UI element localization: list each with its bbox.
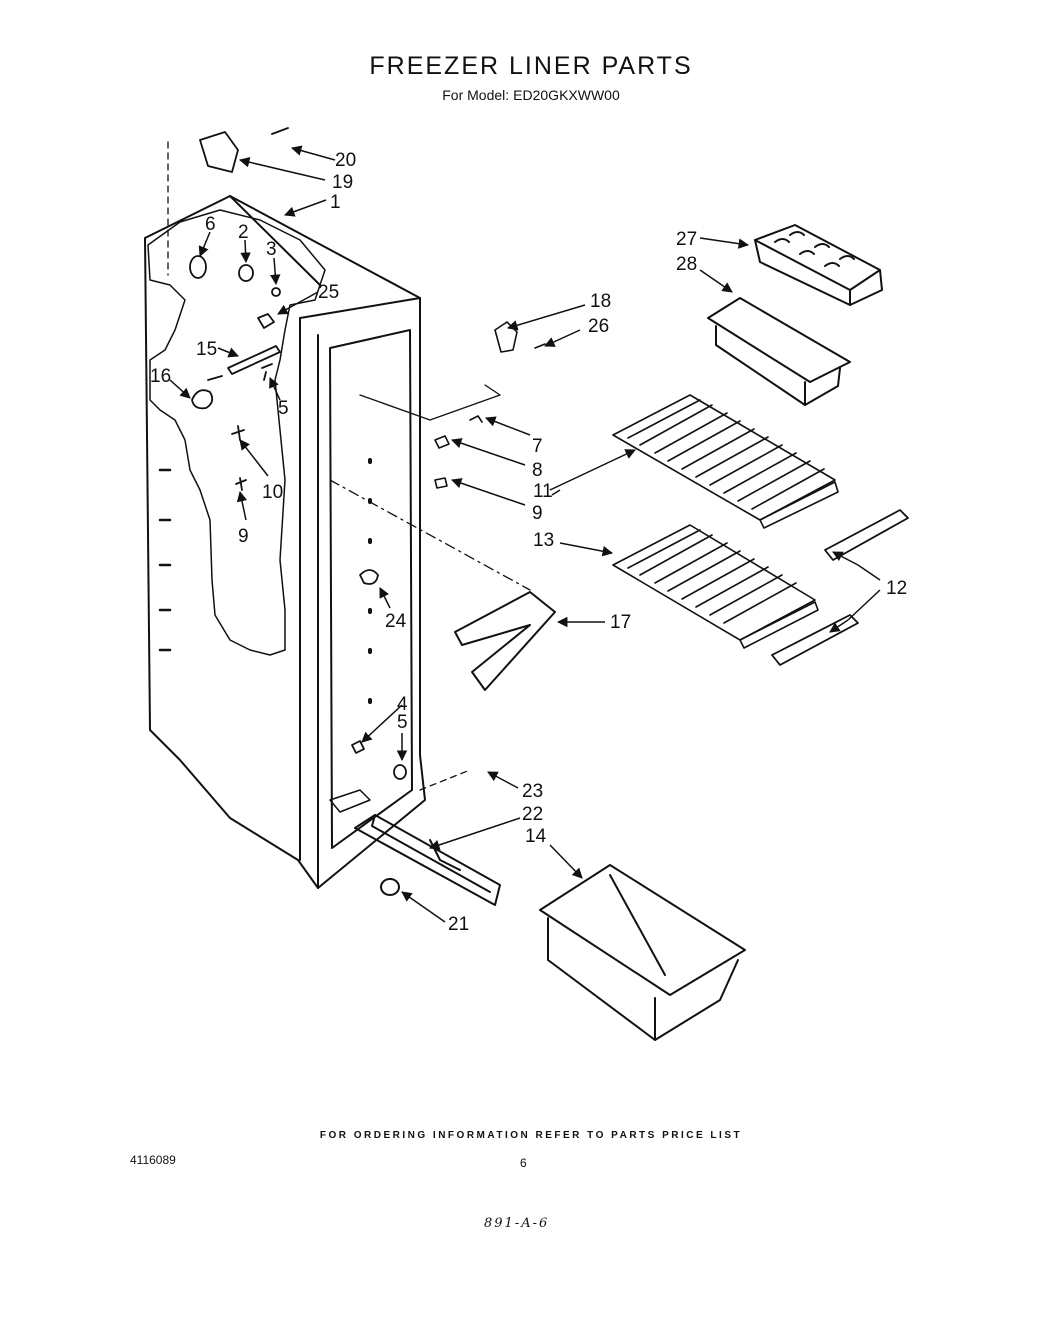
callout-4: 4 xyxy=(397,694,408,715)
callout-1: 1 xyxy=(330,192,341,213)
callout-13: 12 xyxy=(886,578,907,599)
socket-part-19 xyxy=(494,321,546,353)
callout-3: 3 xyxy=(266,239,277,260)
callout-12: 11 xyxy=(533,481,553,502)
shelf-rail-part-13 xyxy=(771,509,909,666)
freezer-pan-part-15 xyxy=(539,864,746,1041)
callout-25: 24 xyxy=(385,611,407,632)
clips-parts-7-8-9 xyxy=(434,415,483,489)
callout-labels: 20 19 1 6 2 3 25 15 16 5 10 9 18 26 27 2… xyxy=(150,150,907,935)
page-number: 6 xyxy=(520,1156,527,1170)
handwritten-note: 891-A-6 xyxy=(484,1216,550,1231)
model-label: For Model: xyxy=(442,87,510,103)
callout-8: 8 xyxy=(532,460,543,481)
shelf-support-part-18 xyxy=(454,591,556,691)
callout-22: 21 xyxy=(448,914,469,935)
callout-29: 28 xyxy=(676,254,697,275)
callout-17: 16 xyxy=(150,366,171,387)
page-title: FREEZER LINER PARTS xyxy=(369,52,693,80)
callout-26: 25 xyxy=(318,282,339,303)
callout-14: 13 xyxy=(533,530,554,551)
callout-9-label: 9 xyxy=(532,503,543,524)
model-line: For Model:ED20GKXWW00 xyxy=(0,87,1062,103)
callout-18: 17 xyxy=(610,612,631,633)
callout-23: 22 xyxy=(522,804,543,825)
callout-27: 26 xyxy=(588,316,609,337)
callout-7: 7 xyxy=(532,436,543,457)
callout-21: 20 xyxy=(335,150,356,171)
callout-5a: 5 xyxy=(278,398,289,419)
ordering-note: FOR ORDERING INFORMATION REFER TO PARTS … xyxy=(319,1130,743,1141)
ice-tray-part-28 xyxy=(754,224,883,306)
ice-bin-part-29 xyxy=(707,297,851,406)
callout-24: 23 xyxy=(522,781,543,802)
callout-16: 15 xyxy=(196,339,217,360)
callout-15: 14 xyxy=(525,826,547,847)
wire-shelf-part-12 xyxy=(612,394,839,529)
callout-20: 19 xyxy=(332,172,353,193)
callout-5b: 5 xyxy=(397,712,408,733)
callout-11: 10 xyxy=(262,482,283,503)
liner-hardware xyxy=(158,127,531,791)
cap-part-22 xyxy=(380,878,400,896)
wire-shelf-part-14 xyxy=(612,524,819,649)
freezer-liner-cabinet xyxy=(144,195,426,889)
bracket-part-23 xyxy=(354,814,501,906)
callout-28: 27 xyxy=(676,229,697,250)
callout-6: 6 xyxy=(205,214,216,235)
model-number: ED20GKXWW00 xyxy=(513,87,620,103)
callout-10: 9 xyxy=(238,526,249,547)
document-number: 4116089 xyxy=(130,1153,176,1167)
callout-2: 2 xyxy=(238,222,249,243)
callout-19: 18 xyxy=(590,291,611,312)
